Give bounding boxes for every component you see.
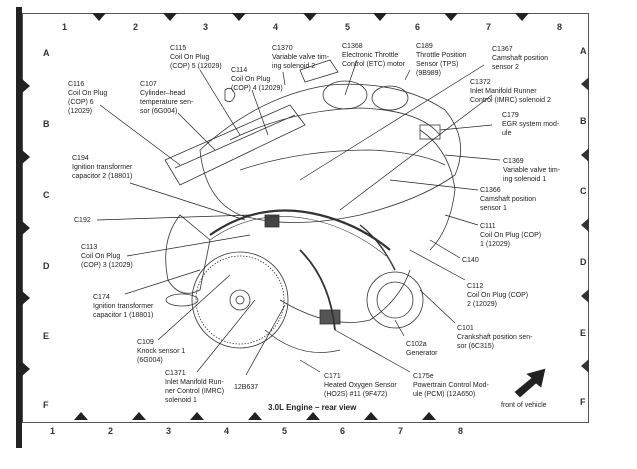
grid-marker-left — [22, 79, 30, 93]
grid-column-top-8: 8 — [557, 22, 563, 32]
callout-C101: C101 Crankshaft position sen- sor (6C315… — [457, 325, 533, 350]
grid-column-bottom-7: 7 — [398, 426, 404, 436]
callout-C189: C189 Throttle Position Sensor (TPS) (9B9… — [416, 43, 467, 77]
callout-C116: C116 Coil On Plug (COP) 6 (12029) — [68, 81, 108, 115]
grid-marker-bottom — [364, 412, 378, 420]
grid-marker-top — [92, 13, 106, 21]
grid-row-right-E: E — [580, 328, 587, 338]
callout-C112: C112 Coil On Plug (COP) 2 (12029) — [467, 283, 529, 308]
grid-row-left-F: F — [43, 400, 49, 410]
grid-marker-bottom — [422, 412, 436, 420]
grid-row-right-C: C — [580, 186, 587, 196]
callout-12B637: 12B637 — [234, 384, 259, 391]
front-of-vehicle-arrow — [514, 368, 546, 398]
grid-column-top-7: 7 — [486, 22, 492, 32]
callout-C179: C179 EGR system mod- ule — [502, 112, 560, 137]
callout-C1371: C1371 Inlet Manifold Run- ner Control (I… — [165, 370, 225, 404]
grid-column-bottom-3: 3 — [166, 426, 172, 436]
page-binding-bar — [16, 7, 22, 448]
callout-C109: C109 Knock sensor 1 (6G004) — [137, 339, 186, 364]
grid-column-top-1: 1 — [62, 22, 68, 32]
grid-row-left-A: A — [43, 48, 50, 58]
grid-column-top-5: 5 — [345, 22, 351, 32]
grid-row-left-C: C — [43, 190, 50, 200]
grid-column-top-6: 6 — [415, 22, 421, 32]
leader-lines — [96, 59, 501, 376]
grid-column-bottom-1: 1 — [50, 426, 56, 436]
valve-cover — [164, 104, 306, 186]
grid-marker-left — [22, 221, 30, 235]
callout-C140: C140 — [462, 257, 479, 264]
throttle-body — [322, 80, 368, 110]
grid-marker-top — [163, 13, 177, 21]
grid-marker-top — [303, 13, 317, 21]
grid-row-right-D: D — [580, 257, 587, 267]
callout-C194: C194 Ignition transformer capacitor 2 (1… — [72, 155, 133, 180]
grid-column-bottom-2: 2 — [108, 426, 114, 436]
callout-C1366: C1366 Camshaft position sensor 1 — [480, 187, 537, 212]
callout-C115: C115 Coil On Plug (COP) 5 (12029) — [170, 45, 222, 70]
grid-marker-right — [581, 218, 589, 232]
callout-C102a: C102a Generator — [406, 341, 438, 357]
grid-marker-right — [581, 289, 589, 303]
grid-row-left-E: E — [43, 331, 50, 341]
grid-row-right-B: B — [580, 116, 587, 126]
callout-C171: C171 Heated Oxygen Sensor (HO2S) #11 (9F… — [324, 373, 397, 398]
grid-marker-left — [22, 362, 30, 376]
grid-column-bottom-6: 6 — [340, 426, 346, 436]
front-of-vehicle-label: front of vehicle — [501, 402, 547, 409]
grid-column-bottom-4: 4 — [224, 426, 230, 436]
grid-marker-right — [581, 359, 589, 373]
grid-marker-left — [22, 291, 30, 305]
grid-marker-bottom — [132, 412, 146, 420]
grid-marker-left — [22, 150, 30, 164]
callout-C111: C111 Coil On Plug (COP) 1 (12029) — [480, 223, 542, 248]
grid-column-bottom-8: 8 — [458, 426, 464, 436]
callout-C192: C192 — [74, 217, 91, 224]
grid-row-left-B: B — [43, 119, 50, 129]
grid-column-top-2: 2 — [133, 22, 139, 32]
callout-C113: C113 Coil On Plug (COP) 3 (12029) — [81, 244, 133, 269]
callout-C107: C107 Cylinder–head temperature sen- sor … — [140, 81, 194, 115]
grid-marker-bottom — [74, 412, 88, 420]
callout-C1372: C1372 Inlet Manifold Runner Control (IMR… — [470, 79, 551, 104]
grid-marker-bottom — [248, 412, 262, 420]
grid-marker-top — [232, 13, 246, 21]
grid-marker-top — [444, 13, 458, 21]
grid-marker-right — [581, 148, 589, 162]
grid-row-right-F: F — [580, 397, 586, 407]
grid-marker-right — [581, 77, 589, 91]
callout-C174: C174 Ignition transformer capacitor 1 (1… — [93, 294, 154, 319]
grid-row-right-A: A — [580, 46, 587, 56]
grid-row-left-D: D — [43, 261, 50, 271]
air-canister — [165, 214, 211, 294]
callout-C114: C114 Coil On Plug (COP) 4 (12029) — [231, 67, 283, 92]
callout-C1370: C1370 Variable valve tim- ing solenoid 2 — [272, 45, 330, 70]
callout-C1367: C1367 Camshaft position sensor 2 — [492, 46, 549, 71]
callout-C1369: C1369 Variable valve tim- ing solenoid 1 — [503, 158, 561, 183]
flywheel — [191, 251, 289, 349]
callout-C175e: C175e Powertrain Control Mod- ule (PCM) … — [413, 373, 489, 398]
grid-marker-top — [515, 13, 529, 21]
grid-column-top-3: 3 — [203, 22, 209, 32]
grid-marker-bottom — [190, 412, 204, 420]
grid-column-top-4: 4 — [273, 22, 279, 32]
diagram-title: 3.0L Engine – rear view — [268, 403, 357, 412]
grid-marker-top — [373, 13, 387, 21]
generator — [366, 271, 424, 329]
grid-column-bottom-5: 5 — [282, 426, 288, 436]
grid-marker-bottom — [306, 412, 320, 420]
callout-C1368: C1368 Electronic Throttle Control (ETC) … — [342, 43, 406, 68]
